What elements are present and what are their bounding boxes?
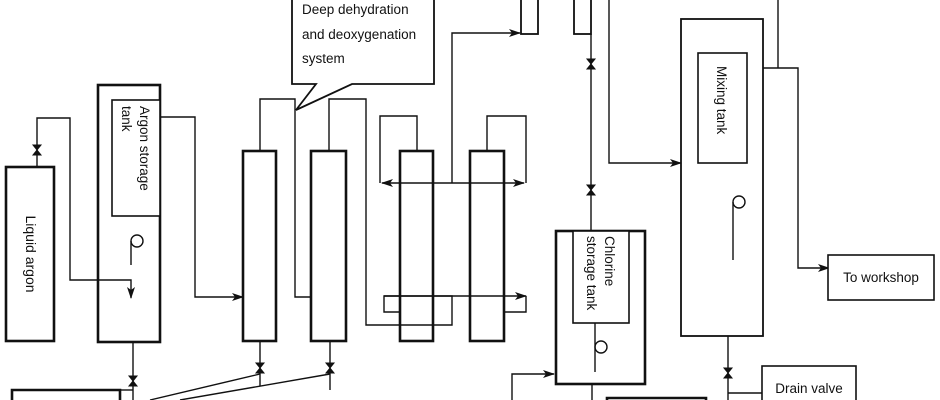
mixing-side-line (763, 0, 830, 272)
chlorine-storage-tank: Chlorine storage tank (554, 229, 647, 386)
valve-icon[interactable] (586, 58, 596, 70)
valve-icon[interactable] (723, 367, 733, 379)
mixing-tank-label: Mixing tank (714, 66, 729, 135)
chlorine-label-line1: Chlorine (602, 236, 617, 286)
to-workshop-label: To workshop (843, 270, 919, 285)
column-drain-lines (149, 373, 331, 400)
to-workshop-box: To workshop (827, 254, 935, 301)
dehydration-system-callout: Deep dehydration and deoxygenation syste… (291, 0, 435, 111)
argon-storage-label-line2: tank (119, 106, 134, 132)
pipe-argon-tank-to-column-1 (160, 116, 244, 301)
top-vessel-2 (573, 0, 592, 35)
liquid-argon-vessel: Liquid argon (4, 165, 56, 343)
drain-valve-box: Drain valve (761, 365, 857, 400)
valve-icon[interactable] (325, 362, 335, 374)
bottom-left-vessel (10, 388, 133, 400)
callout-line-3: system (302, 51, 345, 66)
deoxygenation-column-1 (379, 115, 435, 343)
callout-line-1: Deep dehydration (302, 2, 409, 17)
dehydration-column-2 (309, 98, 453, 390)
argon-storage-tank: Argon storage tank (96, 83, 162, 344)
pipe-into-chlorine-tank (511, 370, 555, 400)
valve-icon[interactable] (128, 375, 138, 387)
chlorine-label-line2: storage tank (584, 236, 599, 311)
level-gauge-icon (130, 234, 144, 248)
chlorine-feed-line (586, 34, 596, 232)
valve-icon[interactable] (32, 144, 42, 156)
cross-pipes (381, 29, 527, 313)
callout-line-2: and deoxygenation (302, 27, 416, 42)
pipe-to-mixing-tank (608, 0, 682, 167)
valve-icon[interactable] (255, 362, 265, 374)
level-gauge-icon (594, 340, 608, 354)
deoxygenation-column-2 (468, 115, 527, 343)
mixing-drain-line (723, 336, 762, 400)
level-gauge-icon (732, 195, 746, 209)
valve-icon[interactable] (586, 184, 596, 196)
pipe-liquid-to-argon-tank (32, 117, 135, 299)
top-vessel-1 (520, 0, 539, 35)
liquid-argon-label: Liquid argon (23, 215, 39, 292)
dehydration-column-1 (241, 98, 311, 386)
argon-storage-label-line1: Argon storage (137, 106, 152, 191)
argon-tank-bottom-line (128, 342, 138, 400)
mixing-tank: Mixing tank (680, 18, 764, 337)
drain-valve-label: Drain valve (775, 381, 843, 396)
